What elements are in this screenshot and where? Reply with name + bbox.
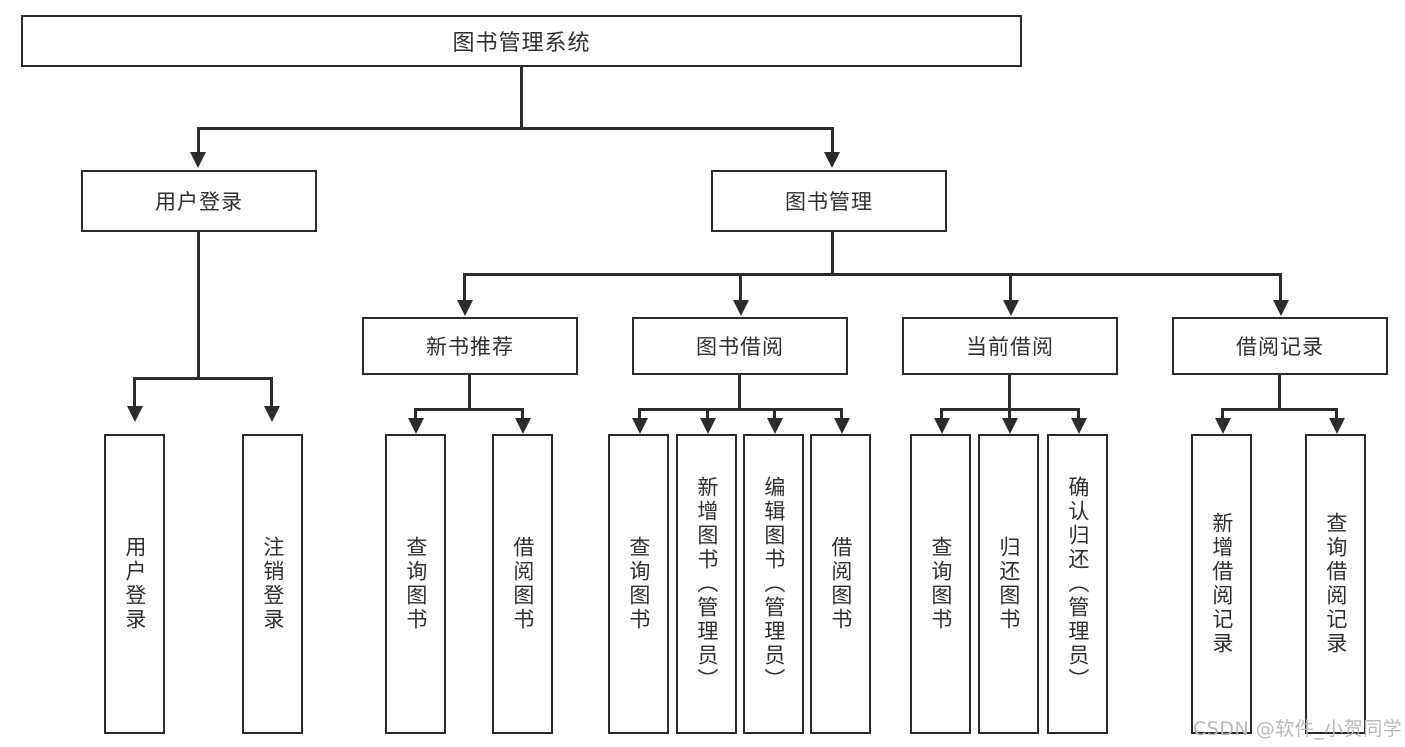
connector-new-book-bus bbox=[414, 408, 524, 411]
arrowhead-current-borrow-leaf-2 bbox=[1002, 418, 1018, 434]
node-user-login[interactable]: 用户登录 bbox=[81, 170, 317, 232]
connector-current-borrow-to-leaf-3 bbox=[1077, 408, 1080, 420]
connector-new-book-stem bbox=[468, 375, 471, 409]
connector-book-mgmt-stem bbox=[831, 232, 834, 274]
connector-current-borrow-to-leaf-1 bbox=[940, 408, 943, 420]
leaf-book-borrow-3[interactable]: 编辑图书（管理员） bbox=[743, 434, 804, 734]
connector-book-borrow-to-leaf-1 bbox=[638, 408, 641, 420]
connector-borrow-record-bus bbox=[1221, 408, 1338, 411]
node-label: 编辑图书（管理员） bbox=[761, 476, 786, 692]
leaf-book-borrow-4[interactable]: 借阅图书 bbox=[810, 434, 871, 734]
node-label: 新增借阅记录 bbox=[1209, 512, 1234, 656]
arrowhead-book-mgmt-borrow bbox=[733, 300, 749, 316]
arrowhead-book-borrow-leaf-4 bbox=[834, 418, 850, 434]
node-label: 图书管理 bbox=[785, 190, 873, 214]
connector-current-borrow-to-leaf-2 bbox=[1008, 408, 1011, 420]
node-label: 借阅记录 bbox=[1236, 335, 1324, 359]
node-current-borrow[interactable]: 当前借阅 bbox=[902, 317, 1118, 375]
connector-user-login-to-leaf-2 bbox=[270, 377, 273, 407]
connector-new-book-to-leaf-1 bbox=[414, 408, 417, 420]
node-label: 查询图书 bbox=[626, 536, 651, 632]
arrowhead-current-borrow-leaf-1 bbox=[934, 418, 950, 434]
leaf-current-borrow-3[interactable]: 确认归还（管理员） bbox=[1047, 434, 1108, 734]
connector-root-to-user-login bbox=[197, 127, 200, 153]
arrowhead-book-borrow-leaf-1 bbox=[632, 418, 648, 434]
arrowhead-book-borrow-leaf-3 bbox=[767, 418, 783, 434]
connector-user-login-to-leaf-1 bbox=[133, 377, 136, 407]
connector-book-borrow-to-leaf-3 bbox=[773, 408, 776, 420]
leaf-user-login-1[interactable]: 用户登录 bbox=[104, 434, 165, 734]
connector-book-mgmt-to-new-book bbox=[463, 273, 466, 301]
node-label: 新增图书（管理员） bbox=[694, 476, 719, 692]
node-borrow-record[interactable]: 借阅记录 bbox=[1172, 317, 1388, 375]
arrowhead-book-borrow-leaf-2 bbox=[700, 418, 716, 434]
arrowhead-book-mgmt-new-book bbox=[457, 300, 473, 316]
connector-new-book-to-leaf-2 bbox=[521, 408, 524, 420]
connector-user-login-bus bbox=[133, 377, 272, 380]
node-label: 图书管理系统 bbox=[452, 31, 591, 56]
node-label: 借阅图书 bbox=[828, 536, 853, 632]
connector-user-login-stem bbox=[197, 232, 200, 378]
arrowhead-borrow-record-leaf-1 bbox=[1215, 418, 1231, 434]
arrowhead-user-login-leaf-1 bbox=[127, 406, 143, 422]
connector-book-borrow-bus bbox=[638, 408, 842, 411]
connector-book-mgmt-to-borrow bbox=[739, 273, 742, 301]
node-new-book-recommend[interactable]: 新书推荐 bbox=[362, 317, 578, 375]
connector-book-borrow-stem bbox=[738, 375, 741, 409]
arrowhead-book-mgmt-record bbox=[1273, 300, 1289, 316]
node-label: 查询图书 bbox=[928, 536, 953, 632]
leaf-borrow-record-1[interactable]: 新增借阅记录 bbox=[1191, 434, 1252, 734]
node-label: 查询借阅记录 bbox=[1323, 512, 1348, 656]
arrowhead-new-book-leaf-2 bbox=[515, 418, 531, 434]
node-label: 图书借阅 bbox=[696, 335, 784, 359]
connector-borrow-record-stem bbox=[1278, 375, 1281, 409]
arrowhead-borrow-record-leaf-2 bbox=[1329, 418, 1345, 434]
arrowhead-user-login-leaf-2 bbox=[264, 406, 280, 422]
leaf-book-borrow-1[interactable]: 查询图书 bbox=[608, 434, 669, 734]
node-label: 查询图书 bbox=[403, 536, 428, 632]
arrowhead-current-borrow-leaf-3 bbox=[1071, 418, 1087, 434]
leaf-user-login-2[interactable]: 注销登录 bbox=[242, 434, 303, 734]
node-label: 用户登录 bbox=[122, 536, 147, 632]
connector-borrow-record-to-leaf-1 bbox=[1221, 408, 1224, 420]
node-label: 确认归还（管理员） bbox=[1065, 476, 1090, 692]
leaf-new-book-2[interactable]: 借阅图书 bbox=[492, 434, 553, 734]
connector-book-borrow-to-leaf-2 bbox=[706, 408, 709, 420]
connector-book-mgmt-bus bbox=[463, 273, 1280, 276]
leaf-current-borrow-1[interactable]: 查询图书 bbox=[910, 434, 971, 734]
leaf-new-book-1[interactable]: 查询图书 bbox=[385, 434, 446, 734]
node-label: 借阅图书 bbox=[510, 536, 535, 632]
connector-root-to-book-mgmt bbox=[831, 127, 834, 153]
leaf-borrow-record-2[interactable]: 查询借阅记录 bbox=[1305, 434, 1366, 734]
leaf-current-borrow-2[interactable]: 归还图书 bbox=[978, 434, 1039, 734]
connector-root-stem bbox=[520, 67, 523, 128]
node-label: 归还图书 bbox=[996, 536, 1021, 632]
arrowhead-root-to-book-mgmt bbox=[824, 152, 840, 168]
arrowhead-root-to-user-login bbox=[190, 152, 206, 168]
node-book-management[interactable]: 图书管理 bbox=[711, 170, 947, 232]
connector-book-mgmt-to-current bbox=[1009, 273, 1012, 301]
node-label: 注销登录 bbox=[260, 536, 285, 632]
node-label: 用户登录 bbox=[155, 190, 243, 214]
connector-book-mgmt-to-record bbox=[1279, 273, 1282, 301]
connector-borrow-record-to-leaf-2 bbox=[1335, 408, 1338, 420]
connector-current-borrow-stem bbox=[1008, 375, 1011, 409]
arrowhead-book-mgmt-current bbox=[1003, 300, 1019, 316]
connector-root-bus bbox=[197, 127, 834, 130]
leaf-book-borrow-2[interactable]: 新增图书（管理员） bbox=[676, 434, 737, 734]
connector-book-borrow-to-leaf-4 bbox=[840, 408, 843, 420]
arrowhead-new-book-leaf-1 bbox=[408, 418, 424, 434]
node-label: 新书推荐 bbox=[426, 335, 514, 359]
node-label: 当前借阅 bbox=[966, 335, 1054, 359]
node-book-borrow[interactable]: 图书借阅 bbox=[632, 317, 848, 375]
node-root-system[interactable]: 图书管理系统 bbox=[21, 15, 1022, 67]
